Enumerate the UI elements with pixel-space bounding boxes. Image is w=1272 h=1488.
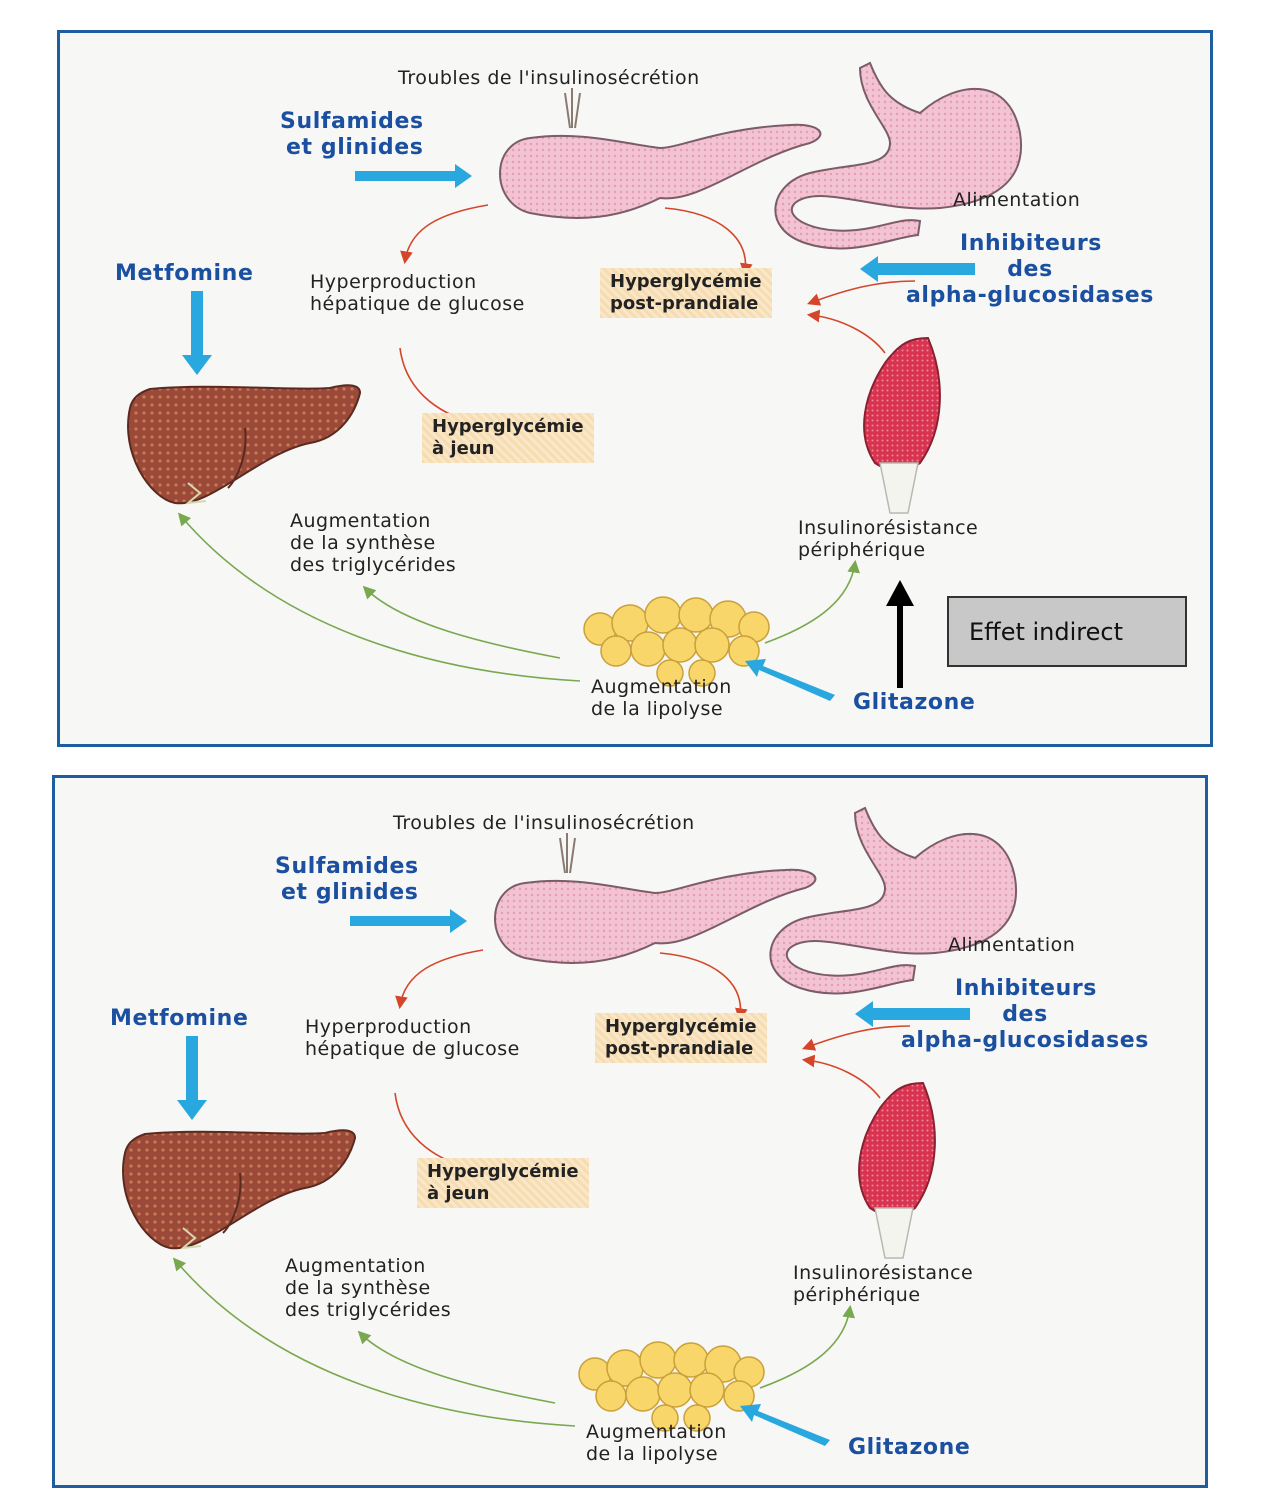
alimentation-label: Alimentation xyxy=(948,934,1075,956)
pancreas-illustration xyxy=(500,88,820,218)
liver-illustration xyxy=(128,385,360,503)
hyperglycemie-a-jeun-box: Hyperglycémie à jeun xyxy=(417,1158,589,1208)
insulinoresistance-label: Insulinorésistance périphérique xyxy=(793,1262,973,1306)
inhibiteurs-label: Inhibiteurs des alpha-glucosidases xyxy=(870,231,1190,309)
glitazone-label: Glitazone xyxy=(853,690,975,716)
muscle-illustration xyxy=(864,338,940,513)
augmentation-lipolyse-label: Augmentation de la lipolyse xyxy=(591,676,732,720)
troubles-label: Troubles de l'insulinosécrétion xyxy=(398,67,700,89)
panel-illustration xyxy=(55,778,1208,1488)
troubles-label: Troubles de l'insulinosécrétion xyxy=(393,812,695,834)
alimentation-label: Alimentation xyxy=(953,189,1080,211)
hyperglycemie-post-prandiale-box: Hyperglycémie post-prandiale xyxy=(600,268,772,318)
hyperproduction-label: Hyperproduction hépatique de glucose xyxy=(305,1016,520,1060)
hyperglycemie-post-prandiale-box: Hyperglycémie post-prandiale xyxy=(595,1013,767,1063)
effet-indirect-arrow xyxy=(884,578,916,690)
effet-indirect-box: Effet indirect xyxy=(947,596,1187,667)
metformine-label: Metfomine xyxy=(115,261,253,287)
metformine-arrow xyxy=(177,1036,207,1120)
fat-cells-illustration xyxy=(579,1342,764,1431)
sulfamides-label: Sulfamides et glinides xyxy=(280,109,424,161)
hyperproduction-label: Hyperproduction hépatique de glucose xyxy=(310,271,525,315)
inhibiteurs-label: Inhibiteurs des alpha-glucosidases xyxy=(865,976,1185,1054)
stomach-illustration xyxy=(775,63,1021,249)
sulfamides-label: Sulfamides et glinides xyxy=(275,854,419,906)
hyperglycemie-a-jeun-box: Hyperglycémie à jeun xyxy=(422,413,594,463)
muscle-illustration xyxy=(859,1083,935,1258)
augmentation-synthese-label: Augmentation de la synthèse des triglycé… xyxy=(285,1255,451,1321)
effet-indirect-label: Effet indirect xyxy=(969,618,1123,646)
sulfamides-arrow xyxy=(355,164,472,188)
glitazone-arrow xyxy=(740,1404,830,1446)
pancreas-illustration xyxy=(495,833,815,963)
insulinoresistance-label: Insulinorésistance périphérique xyxy=(798,517,978,561)
liver-illustration xyxy=(123,1130,355,1248)
glitazone-label: Glitazone xyxy=(848,1435,970,1461)
glitazone-arrow xyxy=(745,659,835,701)
metformine-label: Metfomine xyxy=(110,1006,248,1032)
augmentation-lipolyse-label: Augmentation de la lipolyse xyxy=(586,1421,727,1465)
augmentation-synthese-label: Augmentation de la synthèse des triglycé… xyxy=(290,510,456,576)
diagram-panel-bottom: Troubles de l'insulinosécrétion Sulfamid… xyxy=(52,775,1208,1488)
metformine-arrow xyxy=(182,291,212,375)
stomach-illustration xyxy=(770,808,1016,994)
sulfamides-arrow xyxy=(350,909,467,933)
fat-cells-illustration xyxy=(584,597,769,686)
